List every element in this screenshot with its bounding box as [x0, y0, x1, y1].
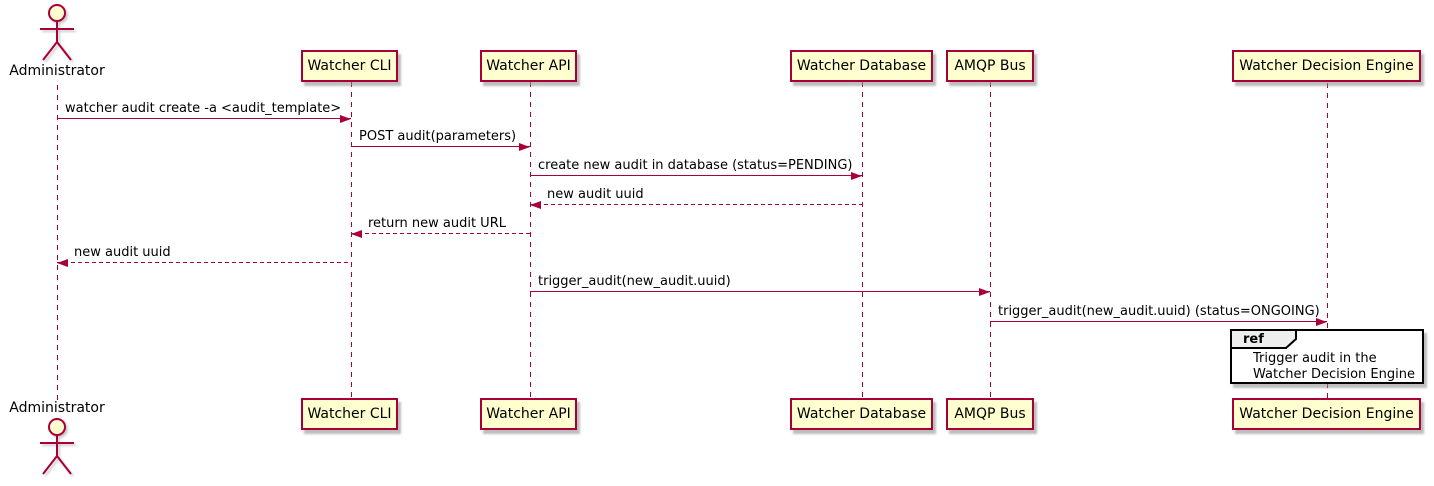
participant-label: Watcher CLI [307, 406, 392, 422]
participant-label: Watcher API [486, 58, 571, 74]
message-line [530, 291, 990, 292]
message-7: trigger_audit(new_audit.uuid) [530, 273, 990, 296]
participant-watcher-database-bottom: Watcher Database [790, 398, 933, 430]
message-line [351, 233, 530, 234]
message-4: new audit uuid [530, 186, 862, 209]
participant-watcher-decision-engine-bottom: Watcher Decision Engine [1232, 398, 1421, 430]
participant-amqp-bus-top: AMQP Bus [946, 50, 1034, 82]
participant-watcher-api-bottom: Watcher API [480, 398, 577, 430]
participant-label: AMQP Bus [954, 58, 1026, 74]
message-line [530, 204, 862, 205]
arrowhead-right-icon [519, 143, 530, 151]
message-3: create new audit in database (status=PEN… [530, 157, 862, 180]
message-line [990, 321, 1327, 322]
ref-text-line2: Watcher Decision Engine [1253, 367, 1415, 382]
participant-watcher-cli-bottom: Watcher CLI [301, 398, 398, 430]
message-label: watcher audit create -a <audit_template> [65, 101, 342, 116]
actor-icon [40, 418, 74, 475]
participant-administrator-top: Administrator [9, 63, 105, 79]
ref-keyword: ref [1243, 332, 1264, 347]
arrowhead-right-icon [1316, 318, 1327, 326]
arrowhead-right-icon [979, 288, 990, 296]
participant-label: Watcher CLI [307, 58, 392, 74]
message-line [57, 118, 351, 119]
message-label: return new audit URL [368, 216, 506, 231]
message-line [351, 146, 530, 147]
arrowhead-right-icon [851, 172, 862, 180]
lifeline-watcher-api [530, 82, 531, 398]
participant-label: Watcher Decision Engine [1239, 58, 1414, 74]
participant-watcher-cli-top: Watcher CLI [301, 50, 398, 82]
arrowhead-left-icon [351, 230, 362, 238]
participant-watcher-database-top: Watcher Database [790, 50, 933, 82]
message-8: trigger_audit(new_audit.uuid) (status=ON… [990, 303, 1327, 326]
lifeline-administrator [57, 85, 58, 400]
message-line [530, 175, 862, 176]
message-6: new audit uuid [57, 244, 351, 267]
message-label: new audit uuid [547, 187, 644, 202]
participant-label: Watcher Decision Engine [1239, 406, 1414, 422]
message-label: trigger_audit(new_audit.uuid) (status=ON… [998, 304, 1320, 319]
ref-fragment: ref Trigger audit in the Watcher Decisio… [1230, 329, 1424, 384]
actor-icon [40, 4, 74, 61]
message-2: POST audit(parameters) [351, 128, 530, 151]
participant-amqp-bus-bottom: AMQP Bus [946, 398, 1034, 430]
lifeline-watcher-decision-engine [1327, 83, 1328, 398]
participant-watcher-api-top: Watcher API [480, 50, 577, 82]
arrowhead-right-icon [340, 115, 351, 123]
arrowhead-left-icon [530, 201, 541, 209]
message-line [57, 262, 351, 263]
ref-header-pentagon-icon [1230, 329, 1297, 349]
message-label: create new audit in database (status=PEN… [538, 158, 853, 173]
ref-text: Trigger audit in the Watcher Decision En… [1253, 351, 1415, 383]
message-5: return new audit URL [351, 215, 530, 238]
message-label: trigger_audit(new_audit.uuid) [538, 274, 731, 289]
message-label: new audit uuid [74, 245, 171, 260]
message-label: POST audit(parameters) [359, 129, 517, 144]
arrowhead-left-icon [57, 259, 68, 267]
participant-label: AMQP Bus [954, 406, 1026, 422]
participant-label: Watcher API [486, 406, 571, 422]
participant-administrator-bottom: Administrator [9, 400, 105, 416]
participant-watcher-decision-engine-top: Watcher Decision Engine [1232, 50, 1421, 82]
message-1: watcher audit create -a <audit_template> [57, 100, 351, 123]
ref-text-line1: Trigger audit in the [1253, 351, 1377, 366]
lifeline-watcher-cli [351, 82, 352, 398]
participant-label: Watcher Database [796, 406, 927, 422]
participant-label: Watcher Database [796, 58, 927, 74]
lifeline-amqp-bus [990, 82, 991, 398]
lifeline-watcher-database [862, 82, 863, 398]
